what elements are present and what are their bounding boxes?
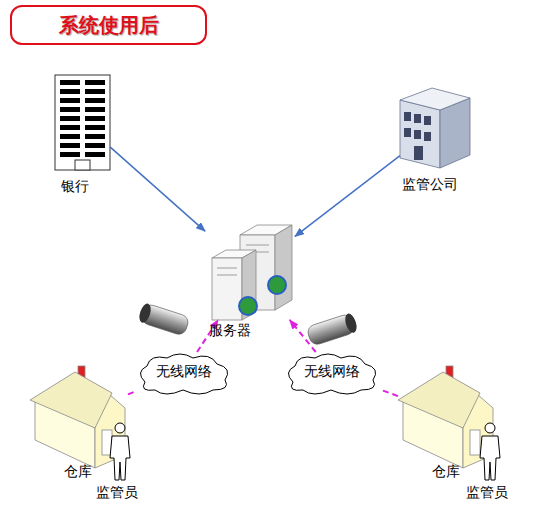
- node-label: 无线网络: [283, 363, 381, 381]
- connector: [290, 320, 316, 352]
- person-icon: [110, 423, 130, 480]
- bank-node: 银行: [55, 75, 110, 170]
- connector: [128, 392, 135, 395]
- node-label: 服务器: [209, 322, 251, 340]
- node-label: 仓库: [64, 463, 92, 481]
- connector: [295, 156, 400, 237]
- connector: [381, 390, 398, 396]
- node-label: 无线网络: [135, 363, 233, 381]
- camera-icon: [306, 312, 359, 346]
- server-icon: [212, 225, 292, 320]
- node-label: 银行: [61, 178, 89, 196]
- title-text: 系统使用后: [59, 12, 159, 39]
- company-building: [400, 88, 470, 168]
- node-label: 监管公司: [402, 176, 458, 194]
- camera-icon: [137, 302, 190, 336]
- title-box: 系统使用后: [10, 5, 207, 45]
- role-label: 监管员: [96, 484, 138, 502]
- warehouse-node: 仓库: [30, 368, 128, 460]
- warehouse-node: 仓库: [398, 368, 496, 460]
- server-node: 服务器: [205, 222, 295, 320]
- company-node: 监管公司: [400, 88, 472, 168]
- warehouse-icon: [398, 366, 493, 468]
- role-label: 监管员: [466, 484, 508, 502]
- person-icon: [480, 423, 500, 480]
- connector: [110, 147, 205, 231]
- bank-building: [55, 75, 110, 170]
- cloud-node: 无线网络: [135, 352, 233, 392]
- cloud-node: 无线网络: [283, 352, 381, 392]
- node-label: 仓库: [432, 463, 460, 481]
